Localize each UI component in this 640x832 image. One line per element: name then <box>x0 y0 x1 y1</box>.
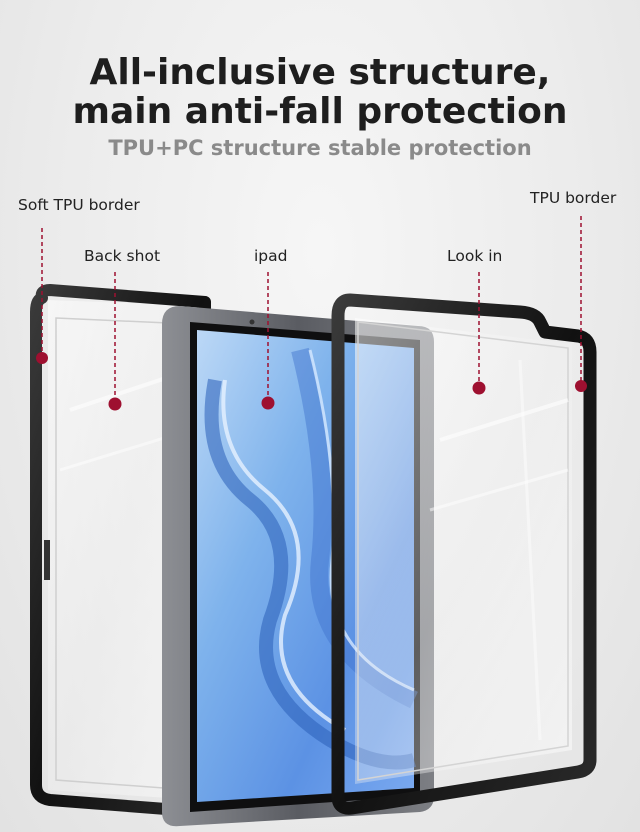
label-back-shot: Back shot <box>84 247 161 265</box>
label-soft-tpu-border: Soft TPU border <box>18 196 140 214</box>
camera-icon <box>249 319 255 325</box>
subheadline: TPU+PC structure stable protection <box>108 136 532 160</box>
callout-tpu-border <box>575 216 587 392</box>
headline-line-2: main anti-fall protection <box>72 91 568 132</box>
callout-look-in <box>472 272 486 395</box>
label-ipad: ipad <box>254 247 288 265</box>
label-look-in: Look in <box>447 247 503 265</box>
label-tpu-border: TPU border <box>530 189 617 207</box>
front-frame <box>331 293 597 815</box>
callout-back-shot <box>108 272 122 411</box>
callout-ipad <box>261 272 275 410</box>
headline-line-1: All-inclusive structure, <box>89 52 551 93</box>
side-port-icon <box>44 540 50 580</box>
callout-soft-tpu <box>36 228 48 364</box>
